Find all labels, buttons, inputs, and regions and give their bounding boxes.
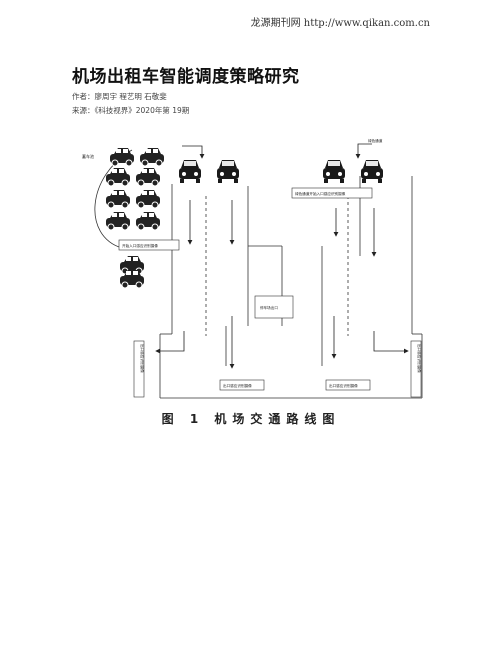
lane-car-icons — [179, 160, 383, 183]
lane-dividers — [205, 196, 349, 336]
pool-label: 蓄车池 — [82, 153, 94, 159]
source-line: 来源：《科技视界》2020年第 19期 — [72, 105, 189, 116]
figure-caption: 图 1 机场交通路线图 — [161, 412, 341, 426]
source-link[interactable]: 龙源期刊网 http://www.qikan.com.cn — [250, 18, 430, 29]
article-title: 机场出租车智能调度策略研究 — [72, 67, 300, 87]
entry-camera-left-box — [118, 239, 180, 251]
diagram-svg: 蓄车池 — [82, 138, 423, 399]
author-line: 作者：廖周宇 程艺明 石敬斐 — [72, 91, 167, 102]
author-names: 廖周宇 程艺明 石敬斐 — [94, 92, 167, 101]
flow-arrows — [155, 143, 409, 369]
road-lines — [159, 176, 423, 399]
source-label: 来源： — [72, 106, 95, 115]
exit-camera-bottom-left-label: 出口感应识别摄像 — [223, 383, 252, 388]
exit-camera-bottom-right-box — [325, 379, 371, 391]
exit-camera-right-label: 出口感应识别摄像 — [417, 344, 422, 373]
exit-camera-bottom-right-label: 出口感应识别摄像 — [329, 383, 358, 388]
parking-exit-label: 停车场出口 — [260, 305, 278, 310]
pool-car-icons — [105, 147, 165, 289]
exit-camera-right-box — [410, 340, 422, 398]
vertical-labels: 出口感应识别摄像 出口感应识别摄像 — [140, 344, 422, 373]
exit-camera-left-box — [133, 340, 145, 398]
airport-traffic-diagram: 蓄车池 — [72, 136, 432, 408]
parking-exit-box — [254, 295, 294, 319]
exit-camera-bottom-left-box — [219, 379, 265, 391]
entry-camera-right-box — [291, 187, 373, 199]
entry-camera-right-label: 绿色通道开始入口感应识别摄像 — [295, 191, 346, 196]
author-label: 作者： — [72, 92, 95, 101]
exit-camera-left-label: 出口感应识别摄像 — [140, 344, 145, 373]
green-lane-label: 绿色通道 — [368, 138, 383, 143]
source-journal: 《科技视界》2020年第 19期 — [94, 106, 190, 115]
entry-camera-left-label: 开始入口感应识别摄像 — [122, 243, 158, 248]
